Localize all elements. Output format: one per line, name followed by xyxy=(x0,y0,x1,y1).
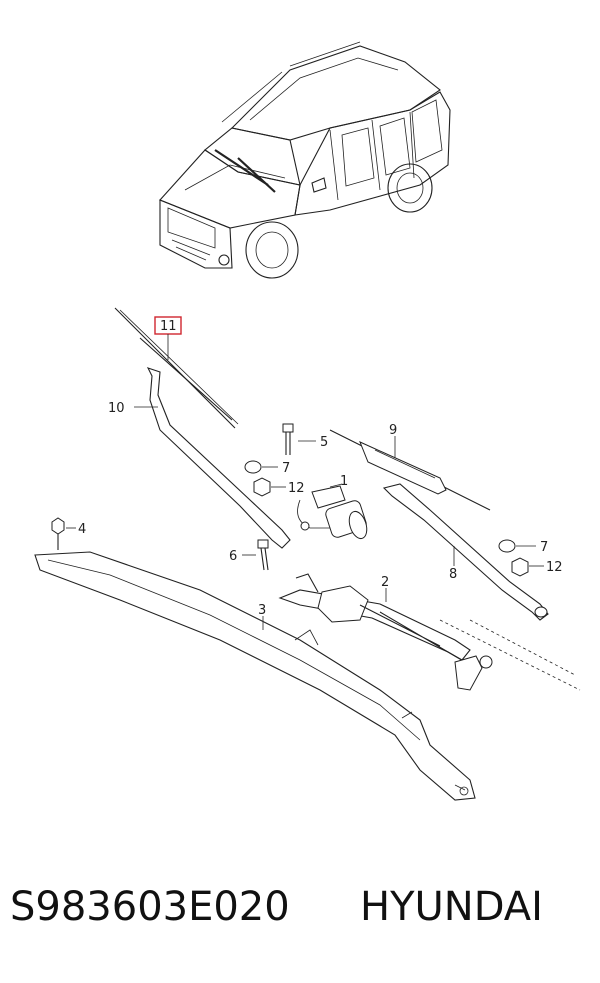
part-5-bolt: 5 xyxy=(282,423,328,455)
vehicle-illustration xyxy=(159,41,451,279)
callout-4: 4 xyxy=(78,522,86,537)
callout-1: 1 xyxy=(340,474,348,489)
part-1-wiper-motor: 1 xyxy=(297,474,368,540)
callout-2: 2 xyxy=(381,575,389,590)
part-9-wiper-blade: 9 xyxy=(329,423,491,511)
part-4-clip: 4 xyxy=(51,517,86,550)
part-10-wiper-arm: 10 xyxy=(108,367,291,549)
callout-10: 10 xyxy=(108,401,125,416)
wiper-parts-diagram: 11 10 5 7 7 12 12 xyxy=(34,41,581,801)
part-7-cap-left: 7 xyxy=(244,460,290,476)
callout-12-left: 12 xyxy=(288,481,305,496)
callout-7-right: 7 xyxy=(540,540,548,555)
callout-11: 11 xyxy=(160,319,177,334)
callout-5: 5 xyxy=(320,435,328,450)
callout-3: 3 xyxy=(258,603,266,618)
part-3-cowl-panel: 3 xyxy=(34,551,476,801)
callout-12-right: 12 xyxy=(546,560,563,575)
callout-6: 6 xyxy=(229,549,237,564)
part-11-wiper-blade: 11 xyxy=(114,307,239,429)
callout-7-left: 7 xyxy=(282,461,290,476)
part-12-nut-left: 12 xyxy=(253,477,305,497)
part-2-wiper-linkage: 2 xyxy=(278,573,581,691)
part-8-wiper-arm: 8 xyxy=(382,483,549,621)
part-6-bolt: 6 xyxy=(229,539,269,571)
brand-label: HYUNDAI xyxy=(360,884,543,930)
callout-9: 9 xyxy=(389,423,397,438)
callout-8: 8 xyxy=(449,567,457,582)
part-7-cap-right: 7 xyxy=(498,539,548,555)
caption: S983603E020 HYUNDAI xyxy=(0,884,600,944)
part-number-label: S983603E020 xyxy=(10,884,290,930)
part-12-nut-right: 12 xyxy=(511,557,563,577)
